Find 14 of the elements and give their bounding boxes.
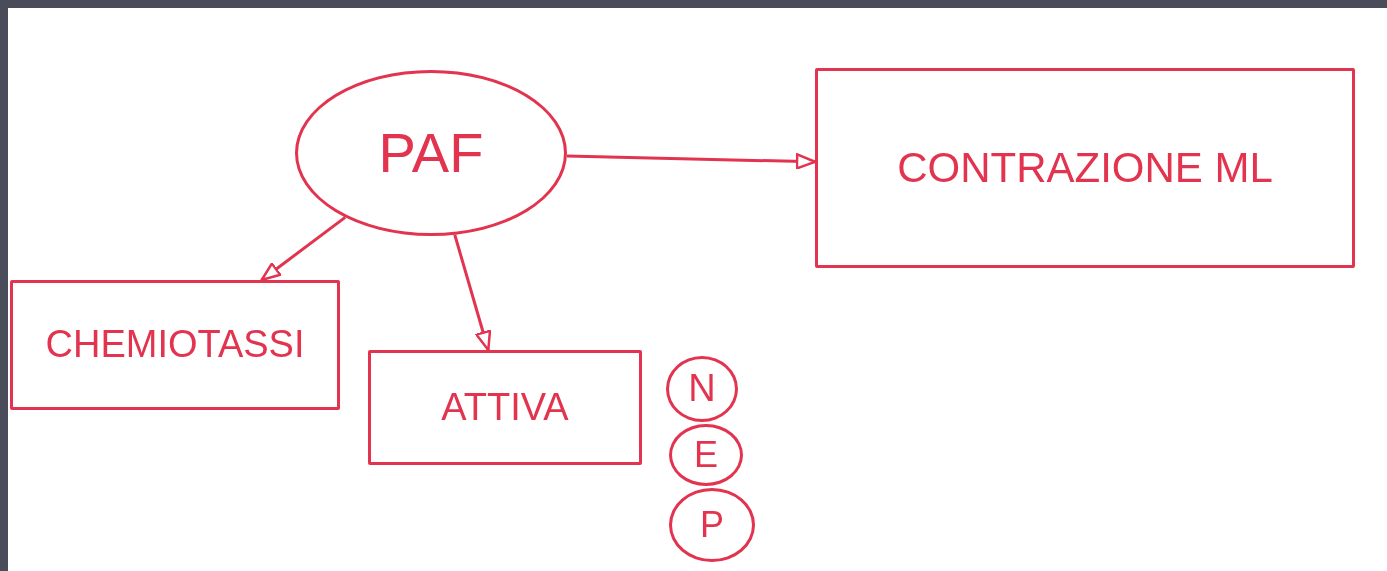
node-label: ATTIVA — [440, 385, 570, 430]
arrow — [260, 216, 347, 282]
arrow — [566, 153, 817, 170]
text-box — [815, 68, 1355, 268]
node-label: CONTRAZIONE ML — [896, 143, 1274, 193]
node-label: E — [693, 434, 719, 476]
arrow — [453, 234, 492, 352]
node-label: CHEMIOTASSI — [44, 323, 306, 367]
node-label: N — [687, 367, 717, 411]
text-box — [10, 280, 340, 410]
node-label: P — [699, 504, 725, 546]
text-box — [368, 350, 642, 465]
node-label: PAF — [377, 120, 485, 186]
ellipse-node — [295, 70, 567, 236]
